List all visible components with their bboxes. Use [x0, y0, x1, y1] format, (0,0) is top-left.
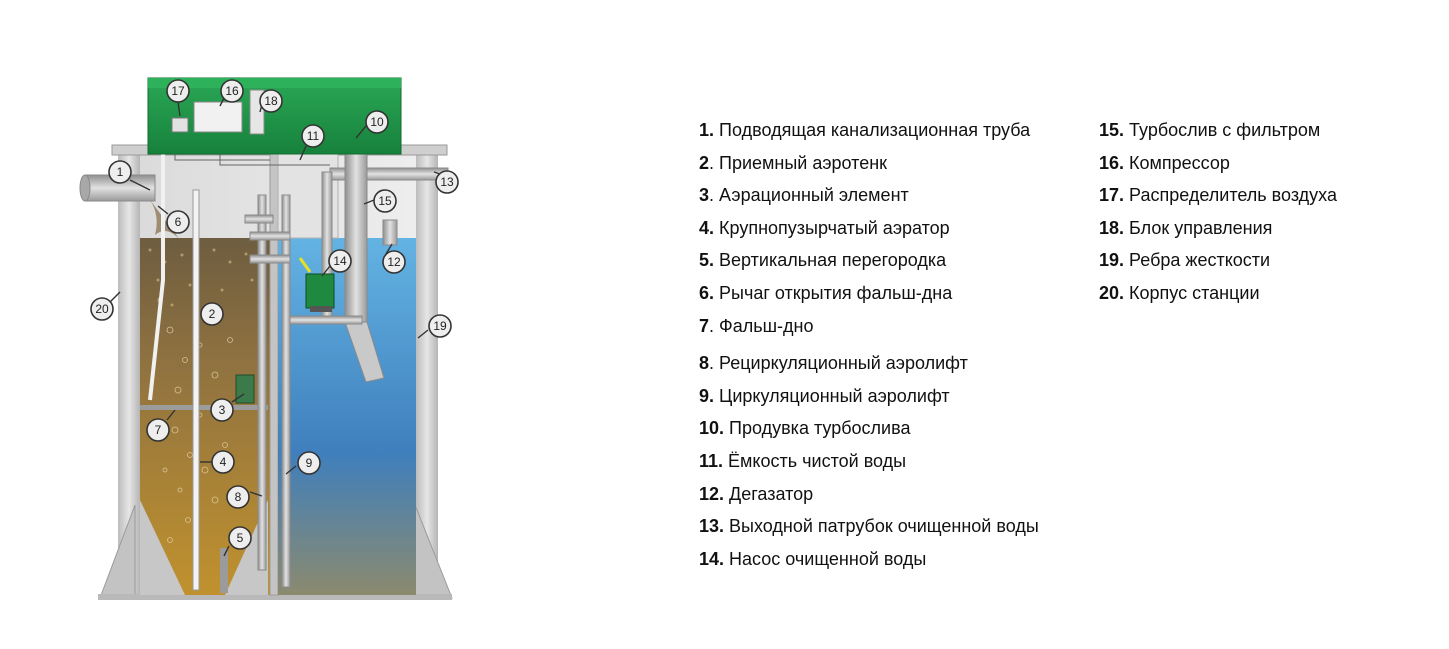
legend-item-17: 17. Распределитель воздуха	[1099, 185, 1337, 206]
legend-item-5: 5. Вертикальная перегородка	[699, 250, 947, 271]
svg-text:12: 12	[387, 255, 401, 269]
legend-left: 1. Подводящая канализационная труба 2. П…	[699, 114, 1079, 575]
svg-text:7: 7	[155, 423, 162, 437]
aeration-element	[235, 374, 255, 404]
svg-text:8: 8	[235, 490, 242, 504]
legend-item-9: 9. Циркуляционный аэролифт	[699, 385, 950, 406]
legend-item-2: 2. Приемный аэротенк	[699, 152, 888, 173]
svg-text:11: 11	[307, 129, 320, 143]
callout-18: 18	[259, 89, 283, 113]
callout-10: 10	[355, 110, 389, 139]
callout-5: 5	[223, 526, 252, 557]
legend-item-3: 3. Аэрационный элемент	[699, 185, 909, 206]
legend-item-14: 14. Насос очищенной воды	[699, 548, 927, 569]
legend-item-19: 19. Ребра жесткости	[1099, 250, 1271, 271]
airlift-pipes	[192, 189, 291, 593]
svg-text:20: 20	[95, 302, 109, 316]
callout-9: 9	[285, 451, 321, 475]
callout-2: 2	[200, 302, 224, 326]
callout-7: 7	[146, 409, 176, 442]
legend-item-20: 20. Корпус станции	[1099, 282, 1260, 303]
svg-text:14: 14	[333, 254, 347, 268]
callout-14: 14	[321, 249, 352, 277]
legend-item-7: 7. Фальш-дно	[699, 315, 814, 336]
svg-text:2: 2	[209, 307, 216, 321]
callout-16: 16	[219, 79, 244, 107]
callout-3: 3	[210, 393, 245, 422]
callout-11: 11	[299, 124, 325, 161]
svg-text:15: 15	[378, 194, 392, 208]
callout-17: 17	[166, 79, 190, 117]
callout-15: 15	[363, 189, 397, 213]
callout-8: 8	[226, 485, 263, 509]
legend-item-1: 1. Подводящая канализационная труба	[699, 120, 1031, 140]
legend-item-12: 12. Дегазатор	[699, 483, 814, 504]
callout-1: 1	[108, 160, 151, 191]
legend-item-6: 6. Рычаг открытия фальш-дна	[699, 282, 953, 303]
svg-text:19: 19	[433, 319, 447, 333]
svg-text:6: 6	[175, 215, 182, 229]
callout-13: 13	[433, 170, 459, 194]
svg-text:13: 13	[440, 175, 454, 189]
callout-19: 19	[417, 314, 452, 339]
clean-water-pump	[298, 257, 335, 312]
legend-item-13: 13. Выходной патрубок очищенной воды	[699, 516, 1039, 537]
svg-text:1: 1	[117, 165, 124, 179]
callout-20: 20	[90, 291, 121, 321]
svg-text:3: 3	[219, 403, 226, 417]
legend-item-16: 16. Компрессор	[1099, 152, 1230, 173]
false-bottom-lever	[148, 148, 165, 401]
legend-item-10: 10. Продувка турбослива	[699, 418, 911, 439]
svg-text:10: 10	[370, 115, 384, 129]
callout-12: 12	[382, 243, 406, 274]
legend-item-15: 15. Турбослив с фильтром	[1099, 120, 1321, 140]
svg-text:16: 16	[225, 84, 239, 98]
svg-text:9: 9	[306, 456, 313, 470]
svg-text:5: 5	[237, 531, 244, 545]
outlet-pipe	[281, 146, 449, 383]
legend-item-11: 11. Ёмкость чистой воды	[699, 450, 907, 471]
legend-item-8: 8. Рециркуляционный аэролифт	[699, 353, 968, 374]
svg-text:4: 4	[220, 455, 227, 469]
callout-6: 6	[157, 205, 190, 234]
callout-4: 4	[200, 450, 235, 474]
svg-text:18: 18	[264, 94, 278, 108]
legend-item-4: 4. Крупнопузырчатый аэратор	[699, 217, 950, 238]
legend-right: 15. Турбослив с фильтром 16. Компрессор …	[1099, 114, 1439, 310]
svg-text:17: 17	[171, 84, 185, 98]
legend-item-18: 18. Блок управления	[1099, 217, 1273, 238]
